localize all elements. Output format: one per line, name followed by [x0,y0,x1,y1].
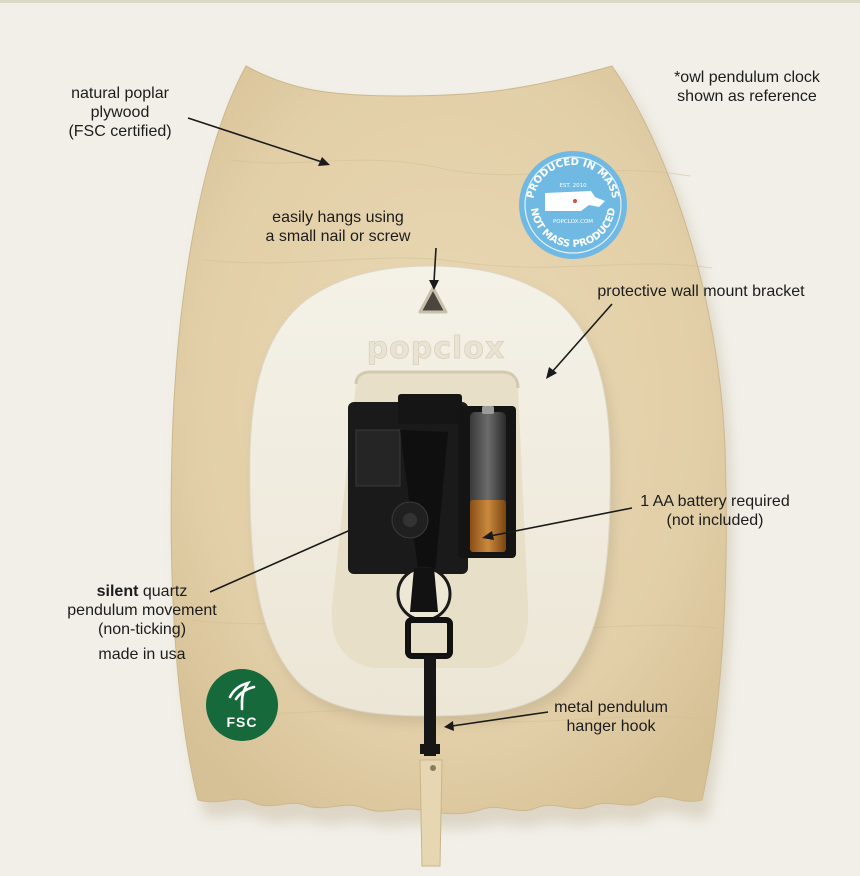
label-bracket-line1: protective wall mount bracket [597,283,805,300]
label-plywood-line3: (FSC certified) [68,123,172,140]
label-hook-line1: metal pendulum [554,699,668,716]
badge-site: POPCLOX.COM [553,219,593,225]
pendulum-rod [419,759,443,867]
label-movement-line4: made in usa [98,646,186,663]
label-reference-line2: shown as reference [677,88,817,105]
bracket-brand-emboss: popclox [367,331,506,366]
tree-check-icon [228,680,256,711]
label-movement: silent quartz pendulum movement (non-tic… [44,582,240,664]
badge-est: EST. 2010 [559,183,587,189]
label-reference-line1: *owl pendulum clock [674,69,820,86]
hang-hole [418,286,448,314]
top-border [0,0,860,3]
label-bracket: protective wall mount bracket [570,282,832,301]
label-battery: 1 AA battery required (not included) [620,492,810,530]
label-reference: *owl pendulum clock shown as reference [660,68,834,106]
label-hangs: easily hangs using a small nail or screw [246,208,430,246]
label-movement-line2: pendulum movement [67,602,217,619]
label-battery-line2: (not included) [666,512,764,529]
label-movement-line3: (non-ticking) [97,621,187,638]
annotation-arrows [187,117,633,731]
label-hook: metal pendulum hanger hook [526,698,696,736]
label-movement-line1: silent quartz [44,582,240,601]
label-battery-line1: 1 AA battery required [640,493,790,510]
fsc-text: FSC [226,714,258,730]
label-plywood: natural poplar plywood (FSC certified) [50,84,190,141]
label-hook-line2: hanger hook [566,718,656,735]
fsc-logo: FSC [206,669,278,741]
label-movement-rest: quartz [138,583,188,600]
label-hangs-line2: a small nail or screw [265,228,411,245]
label-plywood-line2: plywood [90,104,150,121]
produced-in-mass-badge: PRODUCED IN MASS NOT MASS PRODUCED EST. … [519,151,627,259]
label-plywood-line1: natural poplar [71,85,169,102]
label-hangs-line1: easily hangs using [272,209,404,226]
label-movement-bold: silent [96,583,139,600]
quartz-movement [348,394,516,756]
